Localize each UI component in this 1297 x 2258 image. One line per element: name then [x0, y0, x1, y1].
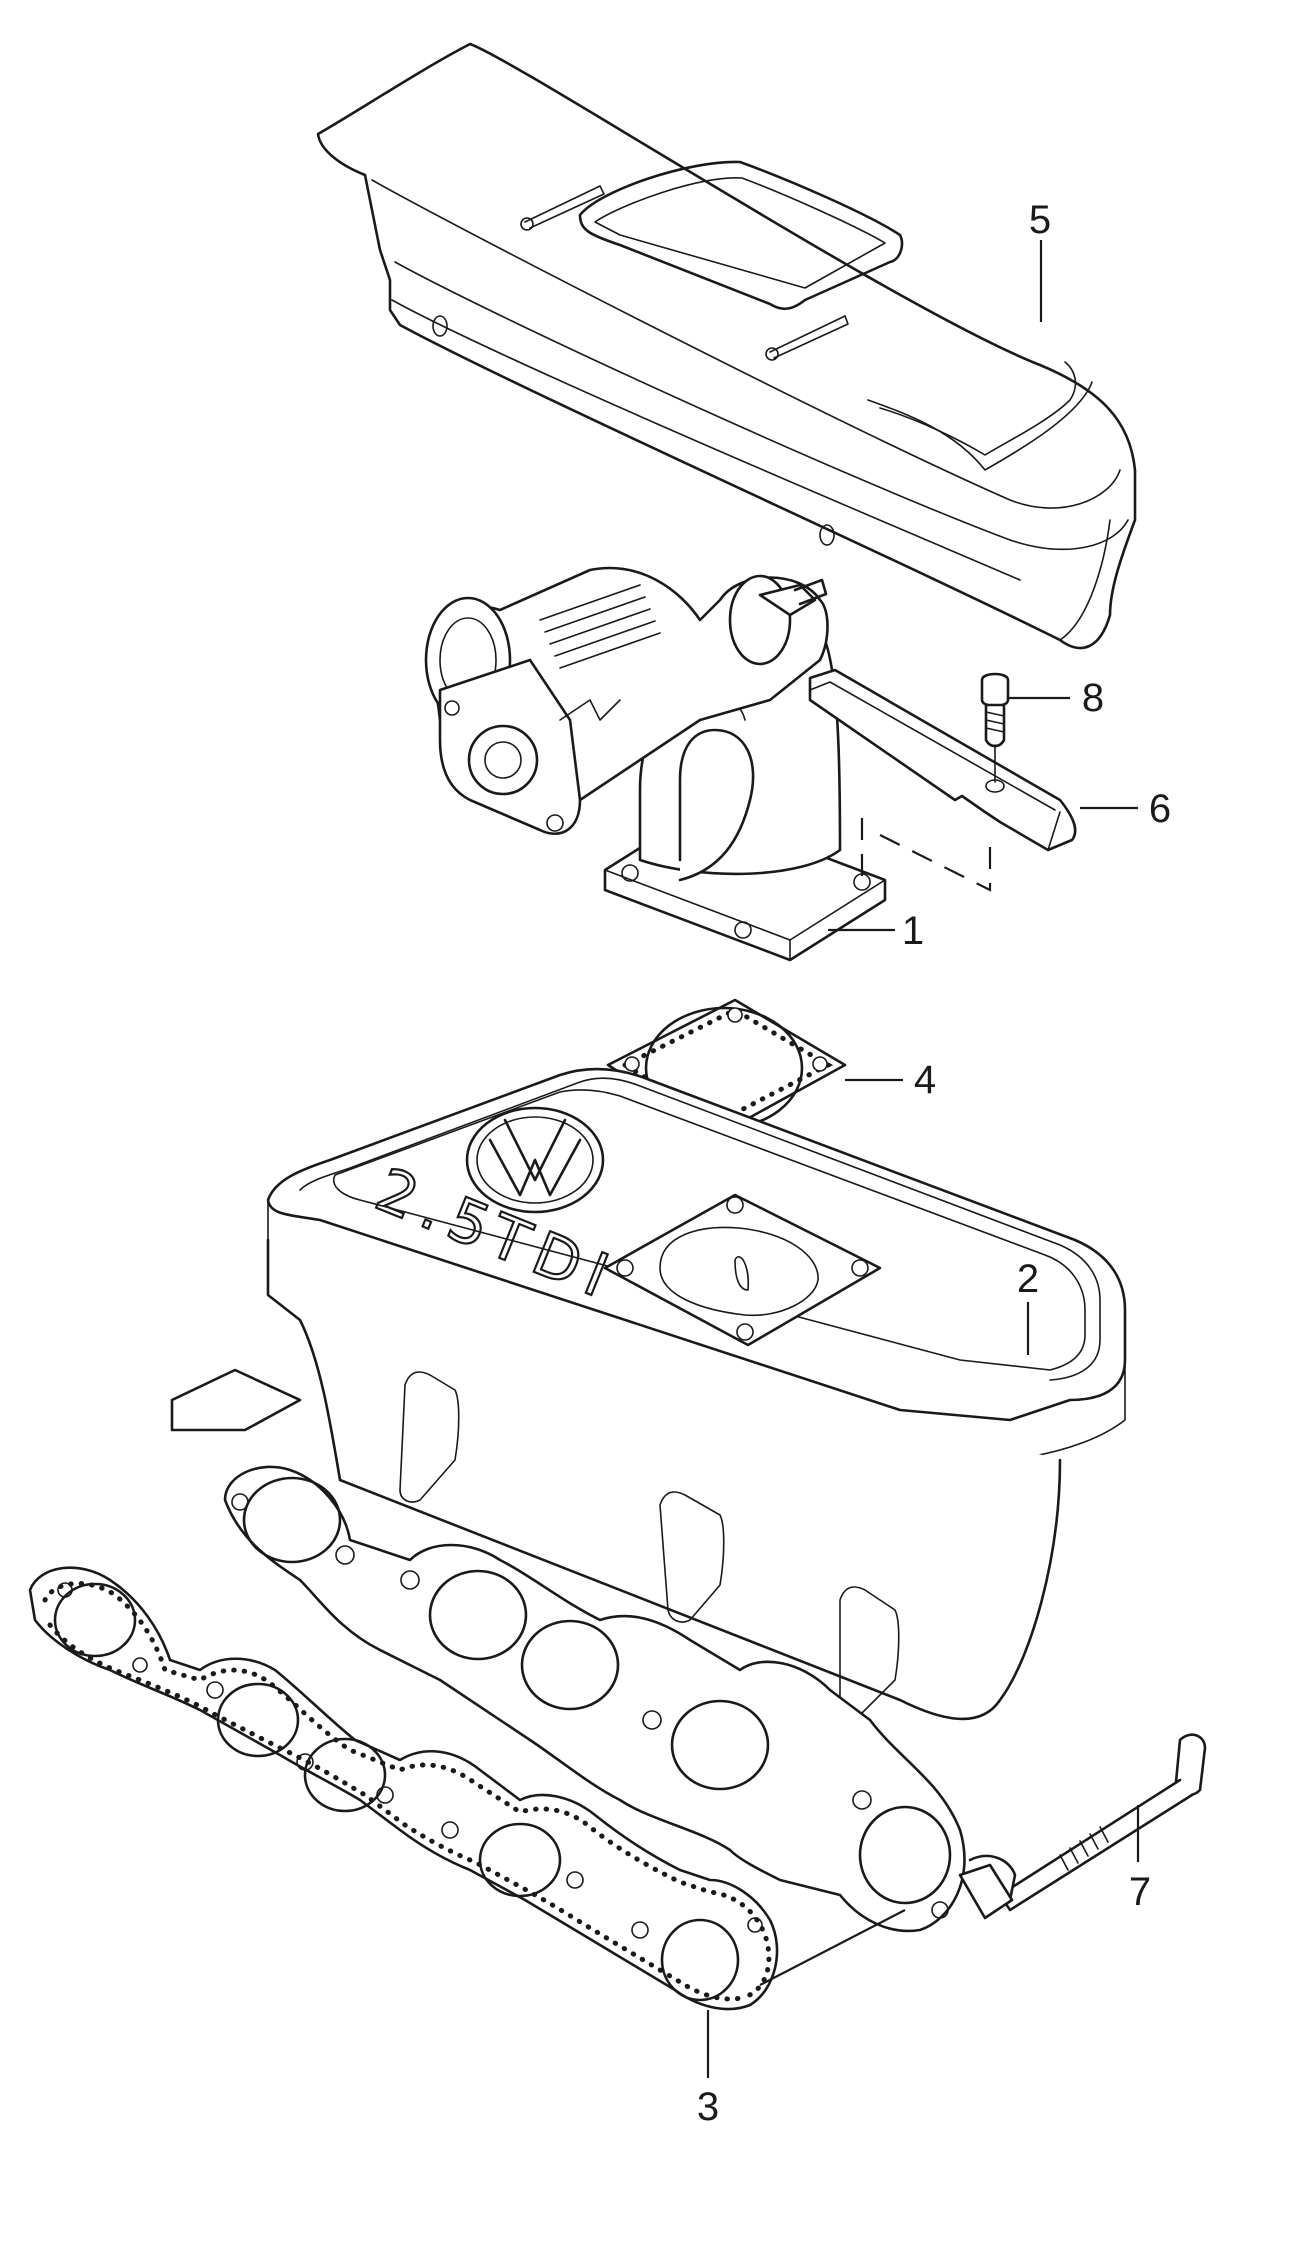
leader-lines	[706, 240, 1140, 2078]
part-8-screw[interactable]	[980, 672, 1010, 783]
part-2-intake-manifold[interactable]: 2.5 TDI	[170, 1067, 1127, 1933]
part-5-engine-cover[interactable]	[316, 42, 1137, 650]
part-1-intake-connector[interactable]	[424, 566, 887, 962]
part-7-bolt[interactable]	[958, 1733, 1207, 1920]
part-6-bracket[interactable]	[808, 668, 1077, 852]
callout-5: 5	[1029, 198, 1051, 242]
callout-3: 3	[697, 2085, 719, 2129]
callout-labels: 5 8 6 1 4 2 7 3	[697, 198, 1171, 2129]
part-3-gasket[interactable]	[28, 1566, 779, 2011]
vw-logo	[488, 1118, 582, 1197]
callout-2: 2	[1017, 1257, 1039, 1301]
alignment-line	[860, 818, 992, 892]
gasket-alignment-line	[759, 1909, 906, 1986]
callout-8: 8	[1082, 676, 1104, 720]
callout-7: 7	[1129, 1870, 1151, 1914]
callout-6: 6	[1149, 787, 1171, 831]
callout-1: 1	[902, 909, 924, 953]
callout-4: 4	[914, 1058, 936, 1102]
